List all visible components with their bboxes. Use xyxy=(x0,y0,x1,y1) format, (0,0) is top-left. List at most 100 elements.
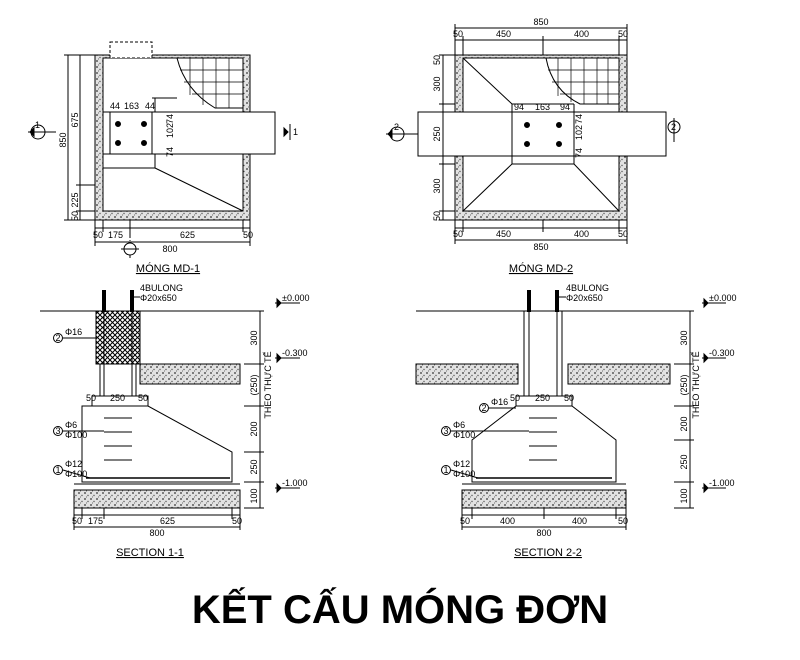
plan-md2-dim-left-c: 300 xyxy=(432,178,442,193)
plan-md1-tile-grid xyxy=(180,58,243,108)
section-22-vdim-4: 250 xyxy=(679,454,689,469)
section-11-bottom-total: 800 xyxy=(149,528,164,538)
section-11-texts: 4BULONG Φ20x650 2 Φ16 3 Φ6 Φ100 1 Φ12 Φ1… xyxy=(56,283,310,559)
plan-md1-dim-bottom-total: 800 xyxy=(162,244,177,254)
section-22-callout-1-text-1: Φ12 xyxy=(453,459,470,469)
section-22-texts: 4BULONG Φ20x650 2 Φ16 3 Φ6 Φ100 1 Φ12 Φ1… xyxy=(444,283,737,559)
drawing-canvas: 850 675 225 50 50 175 625 50 800 44 163 … xyxy=(28,17,737,559)
section-11-neck xyxy=(99,363,137,397)
plan-md1-title: MÓNG MD-1 xyxy=(136,262,200,275)
plan-md2-dim-top-total: 850 xyxy=(533,17,548,27)
section-11-level-top: ±0.000 xyxy=(282,293,309,303)
plan-md2-dim-left-e: 50 xyxy=(432,211,442,221)
section-11-callout-2-number: 2 xyxy=(56,333,61,343)
section-22-pedestal-dim-3: 50 xyxy=(564,393,574,403)
plan-md1-texts: 850 675 225 50 50 175 625 50 800 44 163 … xyxy=(35,101,298,275)
section-22-callout-2-bubble xyxy=(479,403,489,413)
plan-md1-dim-bottom-c: 625 xyxy=(180,230,195,240)
plan-md2-cut-right-label: 2 xyxy=(671,122,676,132)
plan-md2-dim-bolt-a: 94 xyxy=(514,102,524,112)
section-22-vdim-2: (250) xyxy=(679,374,689,395)
plan-md1-slope-2 xyxy=(154,167,244,212)
section-22-callout-3-text-2: Φ100 xyxy=(453,430,475,440)
section-22-vdim-3: 200 xyxy=(679,416,689,431)
section-11-ground-slab xyxy=(139,363,241,385)
plan-md2-dim-bolt-b: 163 xyxy=(535,102,550,112)
plan-md1-dim-bolt-a: 44 xyxy=(110,101,120,111)
section-22-callout-1-number: 1 xyxy=(444,465,449,475)
section-22-vdim-5: 100 xyxy=(679,488,689,503)
plan-md2-bolt xyxy=(524,141,530,147)
plan-md2-tile-grid xyxy=(548,58,619,104)
plan-md2-slope-1 xyxy=(462,57,513,105)
section-22-pedestal-dim-2: 250 xyxy=(535,393,550,403)
section-11-callout-1-number: 1 xyxy=(56,465,61,475)
section-22-bottom-dim-1: 50 xyxy=(460,516,470,526)
section-11-level-mid: -0.300 xyxy=(282,348,308,358)
section-11-column xyxy=(95,310,141,365)
section-11-callout-3-number: 3 xyxy=(56,426,61,436)
plan-md1-tiled-corner xyxy=(176,57,244,109)
section-22-bottom-dim-2: 400 xyxy=(500,516,515,526)
plan-md2-dim-left-b: 250 xyxy=(432,126,442,141)
section-11-vdim-4: 250 xyxy=(249,459,259,474)
plan-md2-texts: 850 50 450 400 50 300 250 300 50 50 50 4… xyxy=(394,17,676,275)
section-11-vdim-5: 100 xyxy=(249,488,259,503)
plan-md2-dim-left-d: 50 xyxy=(432,55,442,65)
section-11-bolt-label-2: Φ20x650 xyxy=(140,293,177,303)
plan-md2-dim-bottom-a: 50 xyxy=(453,229,463,239)
section-11-callout-3-text-2: Φ100 xyxy=(65,430,87,440)
plan-md1-dim-bottom-d: 50 xyxy=(243,230,253,240)
plan-md2-dim-bottom-c: 400 xyxy=(574,229,589,239)
plan-md1-dim-left-total: 850 xyxy=(58,132,68,147)
section-11-pedestal-dim-3: 50 xyxy=(138,393,148,403)
section-11-vdim-2: (250) xyxy=(249,374,259,395)
plan-md1-dim-bolt-v1: 74 xyxy=(165,147,175,157)
section-22-ground-slab-right xyxy=(567,363,671,385)
section-22-level-bot: -1.000 xyxy=(709,478,735,488)
section-11-title: SECTION 1-1 xyxy=(116,547,184,559)
section-22-callout-1-text-2: Φ100 xyxy=(453,469,475,479)
plan-md1-cut-right-label: 1 xyxy=(293,127,298,137)
section-11-callout-1-text-2: Φ100 xyxy=(65,469,87,479)
section-11-callout-2-text: Φ16 xyxy=(65,327,82,337)
plan-md2-slope-2 xyxy=(462,163,513,212)
section-22-bolt-label-2: Φ20x650 xyxy=(566,293,603,303)
plan-md2-dim-bolt-v1: 74 xyxy=(574,148,584,158)
plan-md2-bolt xyxy=(524,122,530,128)
plan-md2-dim-bottom-d: 50 xyxy=(618,229,628,239)
section-11-vdim-1: 300 xyxy=(249,330,259,345)
section-22-bottom-total: 800 xyxy=(536,528,551,538)
plan-md2-dim-bottom-b: 450 xyxy=(496,229,511,239)
plan-md2-tiled-corner xyxy=(545,57,620,105)
plan-md1-dim-bolt-c: 44 xyxy=(145,101,155,111)
plan-md1-cut-left-label: 1 xyxy=(35,120,40,130)
plan-md2-bolt xyxy=(556,141,562,147)
section-22-callout-2-text: Φ16 xyxy=(491,397,508,407)
plan-md2-dim-bolt-c: 94 xyxy=(560,102,570,112)
plan-md2-dim-top-d: 50 xyxy=(618,29,628,39)
section-11-callout-3-bubble xyxy=(53,426,63,436)
plan-md2-cut-left-label: 2 xyxy=(394,122,399,132)
section-22-lean-concrete xyxy=(461,489,627,509)
section-22-pedestal-dim-1: 50 xyxy=(510,393,520,403)
section-22-bottom-dim-3: 400 xyxy=(572,516,587,526)
section-11-callout-1-bubble xyxy=(53,465,63,475)
plan-md2-bolt xyxy=(556,122,562,128)
page-title: KẾT CẤU MÓNG ĐƠN xyxy=(191,588,609,632)
section-22-callout-3-number: 3 xyxy=(444,426,449,436)
section-11-lean-concrete xyxy=(73,489,241,509)
section-22-callout-3-bubble xyxy=(441,426,451,436)
plan-md1-bolt xyxy=(141,121,147,127)
plan-md2-title: MÓNG MD-2 xyxy=(509,262,573,275)
plan-md1-bolt xyxy=(115,121,121,127)
section-22-callout-1-bubble xyxy=(441,465,451,475)
plan-md2-dim-top-c: 400 xyxy=(574,29,589,39)
plan-md1-column-stub xyxy=(109,41,153,59)
plan-md1-pedestal xyxy=(109,111,153,155)
section-22-callout-3-text-1: Φ6 xyxy=(453,420,465,430)
plan-md2-pedestal xyxy=(511,111,575,157)
section-11-pedestal-dim-2: 250 xyxy=(110,393,125,403)
plan-md1-bolt xyxy=(141,140,147,146)
plan-md1-dim-bolt-b: 163 xyxy=(124,101,139,111)
